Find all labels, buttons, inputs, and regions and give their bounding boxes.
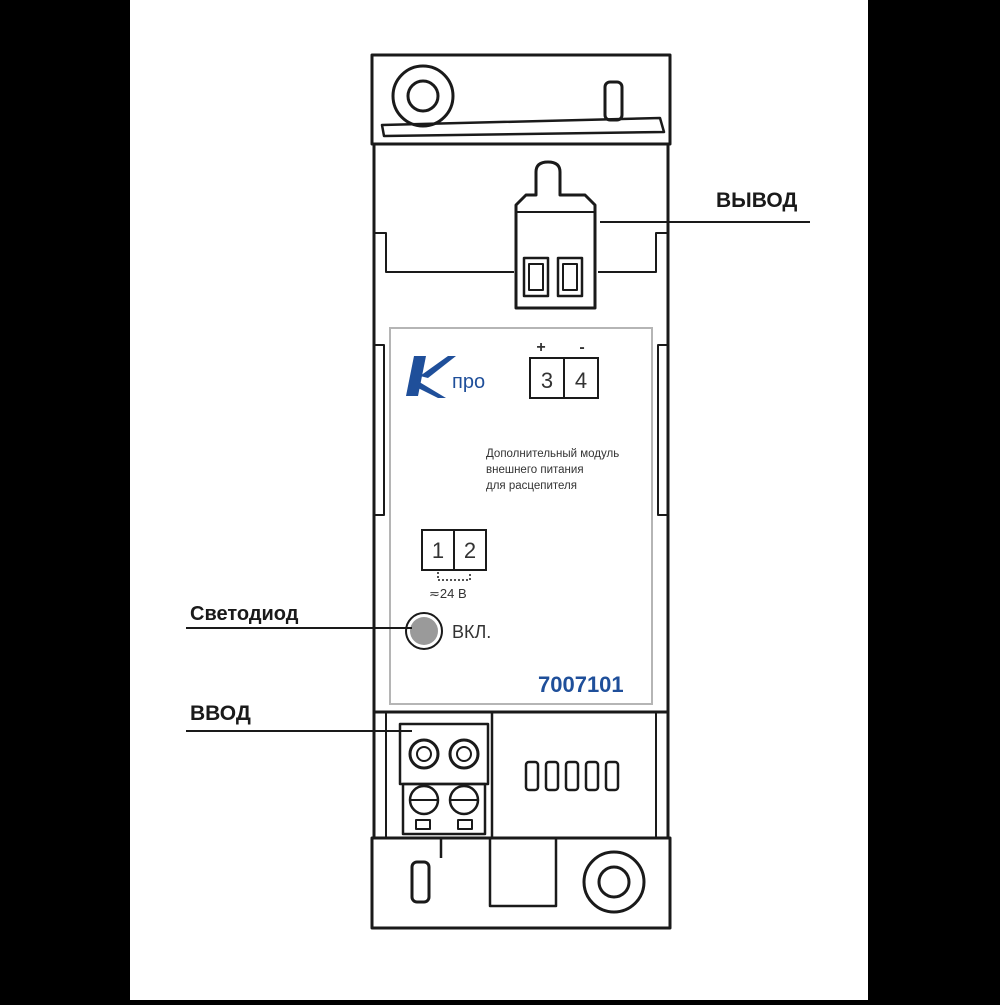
output-terminal-slot-right-inner <box>562 263 578 291</box>
side-grip-left <box>373 344 385 516</box>
rail-right-upper <box>598 232 668 273</box>
terminal-plus-sign: + <box>536 339 545 356</box>
side-grip-right <box>657 344 669 516</box>
mounting-hole-bottom-outer <box>582 850 646 914</box>
output-terminal-slot-right <box>556 256 584 298</box>
description-line-1: Дополнительный модуль <box>486 448 619 460</box>
vent-slot <box>564 760 580 792</box>
input-release-right <box>457 819 473 830</box>
vent-slot <box>584 760 600 792</box>
led-indicator <box>410 617 438 645</box>
input-screw-right <box>448 738 480 770</box>
top-latch-slot <box>603 80 624 122</box>
output-callout-label: ВЫВОД <box>716 189 797 212</box>
mounting-hole-top-inner <box>406 79 440 113</box>
vent-slot <box>544 760 560 792</box>
logo-stroke-upper-icon <box>420 356 456 378</box>
terminal-1-label: 1 <box>432 538 444 563</box>
voltage-label: ≂24 В <box>429 586 467 601</box>
bottom-latch-slot <box>410 860 431 904</box>
terminal-4-box <box>563 357 599 399</box>
led-callout-label: Светодиод <box>190 603 299 625</box>
terminal-bridge <box>437 572 471 581</box>
description-line-2: внешнего питания <box>486 464 584 476</box>
article-number: 7007101 <box>538 672 624 697</box>
led-bezel <box>405 612 443 650</box>
led-label: ВКЛ. <box>452 622 491 642</box>
bottom-release-tab <box>488 836 558 908</box>
brand-name: про <box>452 371 485 393</box>
vent-slot <box>524 760 540 792</box>
description-line-3: для расцепителя <box>486 480 577 492</box>
input-screw-left-head <box>416 746 432 762</box>
input-callout-label: ВВОД <box>190 702 251 725</box>
terminal-4-label: 4 <box>575 368 587 393</box>
output-terminal-slot-left-inner <box>528 263 544 291</box>
mounting-hole-bottom-inner <box>597 865 631 899</box>
output-connector <box>514 160 597 310</box>
terminal-2-box <box>453 529 487 571</box>
input-connector-lower <box>401 782 487 836</box>
terminal-2-label: 2 <box>464 538 476 563</box>
logo-stroke-lower-icon <box>410 380 446 398</box>
mounting-hole-top-outer <box>391 64 455 128</box>
logo-bar-icon <box>406 356 426 396</box>
input-screw-left <box>408 738 440 770</box>
vent-slot <box>604 760 620 792</box>
brand-logo: про <box>406 356 485 398</box>
input-screw-right-head <box>456 746 472 762</box>
vent-slots <box>524 760 620 792</box>
din-rail-clip-top <box>380 116 666 138</box>
rail-left-upper <box>374 232 514 273</box>
input-release-left <box>415 819 431 830</box>
terminal-3-label: 3 <box>541 368 553 393</box>
output-terminal-slot-left <box>522 256 550 298</box>
terminal-minus-sign: - <box>579 339 584 356</box>
